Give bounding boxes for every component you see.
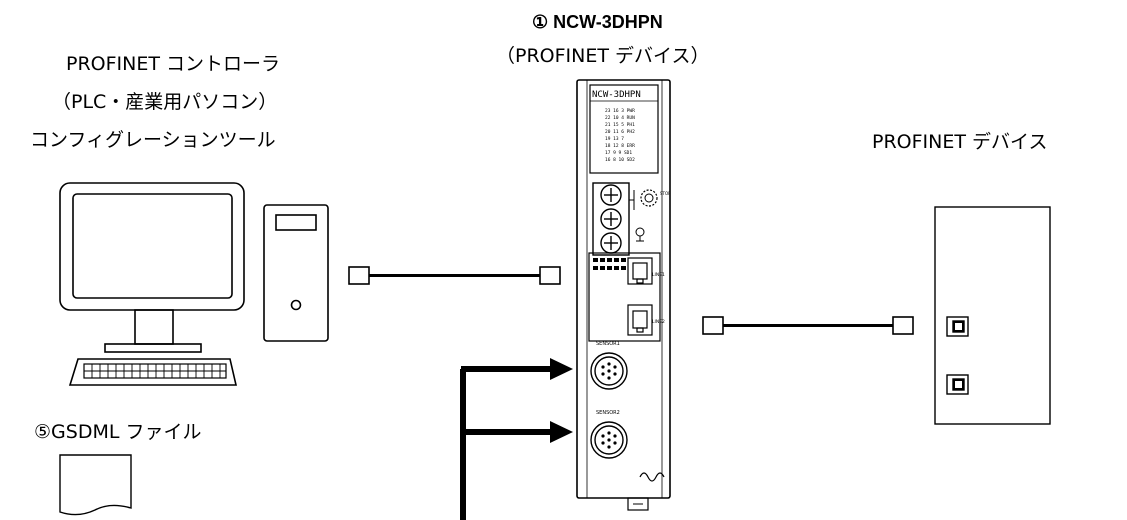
svg-text:23 16 3 PWR: 23 16 3 PWR: [605, 108, 635, 114]
sensor-connector-1-icon: [590, 352, 628, 390]
keyboard-icon: [68, 358, 238, 386]
controller-label-line3: コンフィグレーションツール: [30, 129, 276, 151]
gsdml-file-label: ⑤GSDML ファイル: [34, 421, 202, 443]
remote-device-label: PROFINET デバイス: [872, 131, 1048, 153]
rj45-port-2-icon: [627, 304, 653, 336]
ethernet-cable-pc: [348, 266, 561, 285]
sensor-connector-2-icon: [590, 421, 628, 459]
terminal-screw-icon: [600, 184, 622, 254]
file-document-icon: [59, 454, 132, 516]
svg-text:16 8 10 SD2: 16 8 10 SD2: [605, 157, 635, 163]
controller-label-line2: （PLC・産業用パソコン）: [52, 91, 278, 113]
svg-text:21 15 5 PH1: 21 15 5 PH1: [605, 122, 635, 128]
pc-monitor-icon: [59, 182, 245, 353]
svg-text:NCW-3DHPN: NCW-3DHPN: [592, 90, 641, 100]
svg-text:LINE2: LINE2: [652, 319, 665, 325]
manufacturer-logo-icon: [639, 472, 665, 482]
svg-text:22 10 4 RUN: 22 10 4 RUN: [605, 115, 635, 121]
device-subtitle: （PROFINET デバイス）: [496, 45, 710, 67]
sensor-input-arrows: [460, 358, 573, 520]
svg-text:LINE1: LINE1: [652, 272, 665, 278]
status-led-icon: [593, 258, 626, 270]
svg-text:18 12 8 ERR: 18 12 8 ERR: [605, 143, 635, 149]
svg-text:SENSOR2: SENSOR2: [596, 410, 620, 416]
ethernet-cable-device: [702, 316, 914, 335]
pc-tower-icon: [263, 204, 329, 342]
rj45-port-icon: [946, 374, 969, 395]
svg-text:17 9 9 SD1: 17 9 9 SD1: [605, 150, 632, 156]
svg-text:STOP: STOP: [660, 191, 671, 196]
device-title: ① NCW-3DHPN: [532, 12, 663, 32]
svg-text:SENSOR1: SENSOR1: [596, 341, 620, 347]
ncw-3dhpn-module: NCW-3DHPN 23 16 3 PWR 22 10 4 RUN 21 15 …: [576, 79, 671, 511]
svg-text:20 11 6 PH2: 20 11 6 PH2: [605, 129, 635, 135]
remote-profinet-device: [934, 206, 1051, 425]
rj45-port-1-icon: [627, 257, 653, 285]
controller-label-line1: PROFINET コントローラ: [66, 53, 281, 75]
svg-text:19 13 7: 19 13 7: [605, 136, 624, 142]
rotary-switch-icon: [640, 189, 658, 207]
rj45-port-icon: [946, 316, 969, 337]
ground-symbol-icon: [635, 227, 645, 242]
